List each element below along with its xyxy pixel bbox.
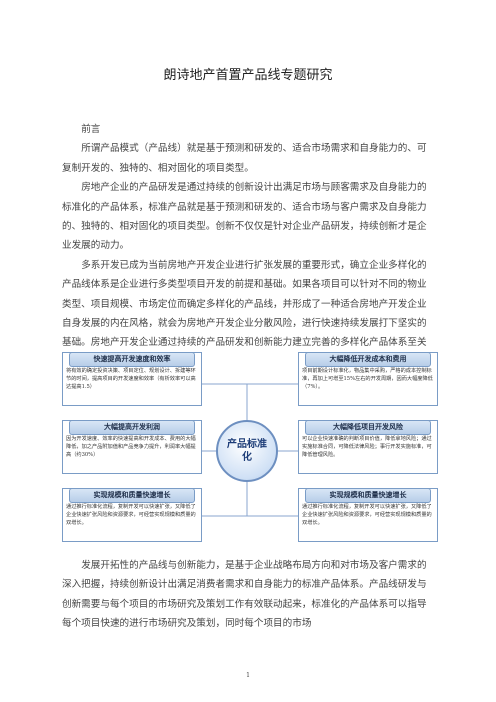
paragraph-4: 发展开拓性的产品线与创新能力，是基于企业战略布局方向和对市场及客户需求的深入把握… xyxy=(62,560,427,630)
box-heading: 大幅降低项目开发风险 xyxy=(305,420,431,435)
intro-section: 前言 所谓产品模式（产品线）就是基于预测和研发的、适合市场需求和自身能力的、可复… xyxy=(62,120,436,372)
preface-heading: 前言 xyxy=(81,124,101,135)
standardization-diagram: 快速提高开发速度和效率 将有效的确定投资决策、项目定位、规划设计、拆建等环节的时… xyxy=(62,348,438,548)
box-text: 将有效的确定投资决策、项目定位、规划设计、拆建等环节的时间，提高项目的开发速度和… xyxy=(66,368,196,390)
box-text: 通过推行标准化流程，复制开发可以快速扩张，又降低了企业快速扩张风险和资源要求，可… xyxy=(302,504,432,526)
box-heading: 大幅提高开发利润 xyxy=(69,420,195,435)
center-circle: 产品标准化 xyxy=(216,420,278,482)
box-text: 通过推行标准化流程，复制开发可以快速扩张，又降低了企业快速扩张风险和资源要求，可… xyxy=(66,504,196,526)
box-scale-quality-left: 实现规模和质量快速增长 通过推行标准化流程，复制开发可以快速扩张，又降低了企业快… xyxy=(62,488,202,542)
center-label: 产品标准化 xyxy=(227,439,267,463)
box-heading: 大幅降低开发成本和费用 xyxy=(305,352,431,367)
connector-lines xyxy=(200,383,298,517)
after-diagram-section: 发展开拓性的产品线与创新能力，是基于企业战略布局方向和对市场及客户需求的深入把握… xyxy=(62,556,436,634)
box-profit-increase: 大幅提高开发利润 因为开发速度、效率的快速提高和开发成本、费用的大幅降低，加之产… xyxy=(62,420,202,474)
box-cost-reduction: 大幅降低开发成本和费用 项目前期设计标准化，物品集中采购，严格的成本控制标准，再… xyxy=(298,352,438,406)
page-number: 1 xyxy=(246,672,250,679)
box-heading: 实现规模和质量快速增长 xyxy=(69,488,195,503)
box-text: 可以企业快速准确的判断项目价值，降低拿地风险；通过实施标准合同，可降低法律风险；… xyxy=(302,436,432,458)
page-title: 朗诗地产首置产品线专题研究 xyxy=(163,68,333,83)
box-text: 项目前期设计标准化，物品集中采购，严格的成本控制标准，再加上可增至15%左右的开… xyxy=(302,368,433,390)
paragraph-1: 所谓产品模式（产品线）就是基于预测和研发的、适合市场需求和自身能力的、可复制开发… xyxy=(62,143,427,174)
box-heading: 快速提高开发速度和效率 xyxy=(69,352,195,367)
paragraph-2: 房地产企业的产品研发是通过持续的创新设计出满足市场与顾客需求及自身能力的标准化的… xyxy=(62,182,427,252)
box-text: 因为开发速度、效率的快速提高和开发成本、费用的大幅降低，加之产品附加值和产品竞争… xyxy=(66,436,196,458)
box-scale-quality-right: 实现规模和质量快速增长 通过推行标准化流程，复制开发可以快速扩张，又降低了企业快… xyxy=(298,488,438,542)
box-heading: 实现规模和质量快速增长 xyxy=(305,488,431,503)
box-risk-reduction: 大幅降低项目开发风险 可以企业快速准确的判断项目价值，降低拿地风险；通过实施标准… xyxy=(298,420,438,474)
box-speed-efficiency: 快速提高开发速度和效率 将有效的确定投资决策、项目定位、规划设计、拆建等环节的时… xyxy=(62,352,202,406)
